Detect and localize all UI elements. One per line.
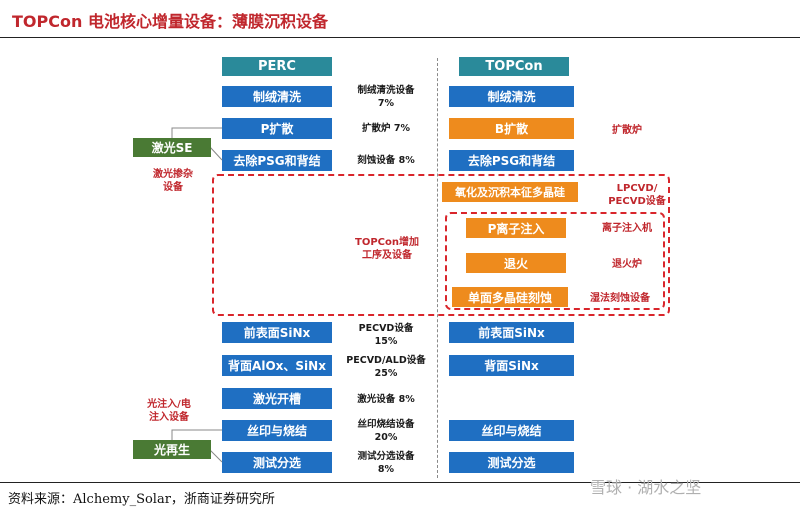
topcon-step-b-diffusion: B扩散 — [449, 118, 574, 139]
page-title: TOPCon 电池核心增量设备：薄膜沉积设备 — [12, 12, 328, 31]
topcon-step-p-implant: P离子注入 — [466, 218, 566, 238]
topcon-step-oxidation-polysi: 氧化及沉积本征多晶硅 — [442, 182, 578, 202]
perc-step-p-diffusion: P扩散 — [222, 118, 332, 139]
topcon-step-texturing: 制绒清洗 — [449, 86, 574, 107]
light-regen-connector-bottom — [209, 449, 223, 463]
topcon-step-front-sinx: 前表面SiNx — [449, 322, 574, 343]
topcon-note-anneal-furnace: 退火炉 — [612, 259, 642, 270]
topcon-step-polysi-etch: 单面多晶硅刻蚀 — [452, 287, 568, 307]
topcon-step-printing-firing: 丝印与烧结 — [449, 420, 574, 441]
perc-note-laser: 激光设备 8% — [357, 394, 415, 405]
light-regen-box: 光再生 — [133, 440, 211, 459]
perc-step-back-alox-sinx: 背面AlOx、SiNx — [222, 355, 332, 376]
perc-note-diffusion: 扩散炉 7% — [362, 123, 410, 134]
title-divider — [0, 37, 800, 38]
source-note: 资料来源：Alchemy_Solar，浙商证券研究所 — [8, 492, 275, 507]
perc-step-laser-grooving: 激光开槽 — [222, 388, 332, 409]
topcon-inner-process-box — [445, 212, 665, 310]
laser-doping-label: 激光掺杂设备 — [153, 169, 193, 193]
perc-step-printing-firing: 丝印与烧结 — [222, 420, 332, 441]
topcon-step-anneal: 退火 — [466, 253, 566, 273]
perc-step-texturing: 制绒清洗 — [222, 86, 332, 107]
perc-step-front-sinx: 前表面SiNx — [222, 322, 332, 343]
topcon-step-back-sinx: 背面SiNx — [449, 355, 574, 376]
perc-step-testing-sorting: 测试分选 — [222, 452, 332, 473]
topcon-step-psg-removal: 去除PSG和背结 — [449, 150, 574, 171]
topcon-added-label: TOPCon增加工序及设备 — [355, 237, 419, 261]
topcon-note-implanter: 离子注入机 — [602, 223, 652, 234]
topcon-added-process-box — [212, 174, 670, 316]
topcon-step-testing-sorting: 测试分选 — [449, 452, 574, 473]
topcon-note-lpcvd: LPCVD/PECVD设备 — [608, 183, 666, 207]
topcon-note-diffusion-furnace: 扩散炉 — [612, 125, 642, 136]
laser-se-box: 激光SE — [133, 138, 211, 157]
perc-step-psg-removal: 去除PSG和背结 — [222, 150, 332, 171]
watermark: 雪球 · 湖水之坚 — [590, 478, 702, 497]
perc-note-etching: 刻蚀设备 8% — [357, 155, 415, 166]
footer-divider — [0, 482, 800, 483]
laser-se-connector-bottom — [209, 146, 223, 161]
center-divider — [437, 58, 438, 478]
topcon-header: TOPCon — [459, 57, 569, 76]
light-injection-label: 光注入/电注入设备 — [147, 399, 191, 423]
perc-header: PERC — [222, 57, 332, 76]
topcon-note-wet-etch: 湿法刻蚀设备 — [590, 293, 650, 304]
